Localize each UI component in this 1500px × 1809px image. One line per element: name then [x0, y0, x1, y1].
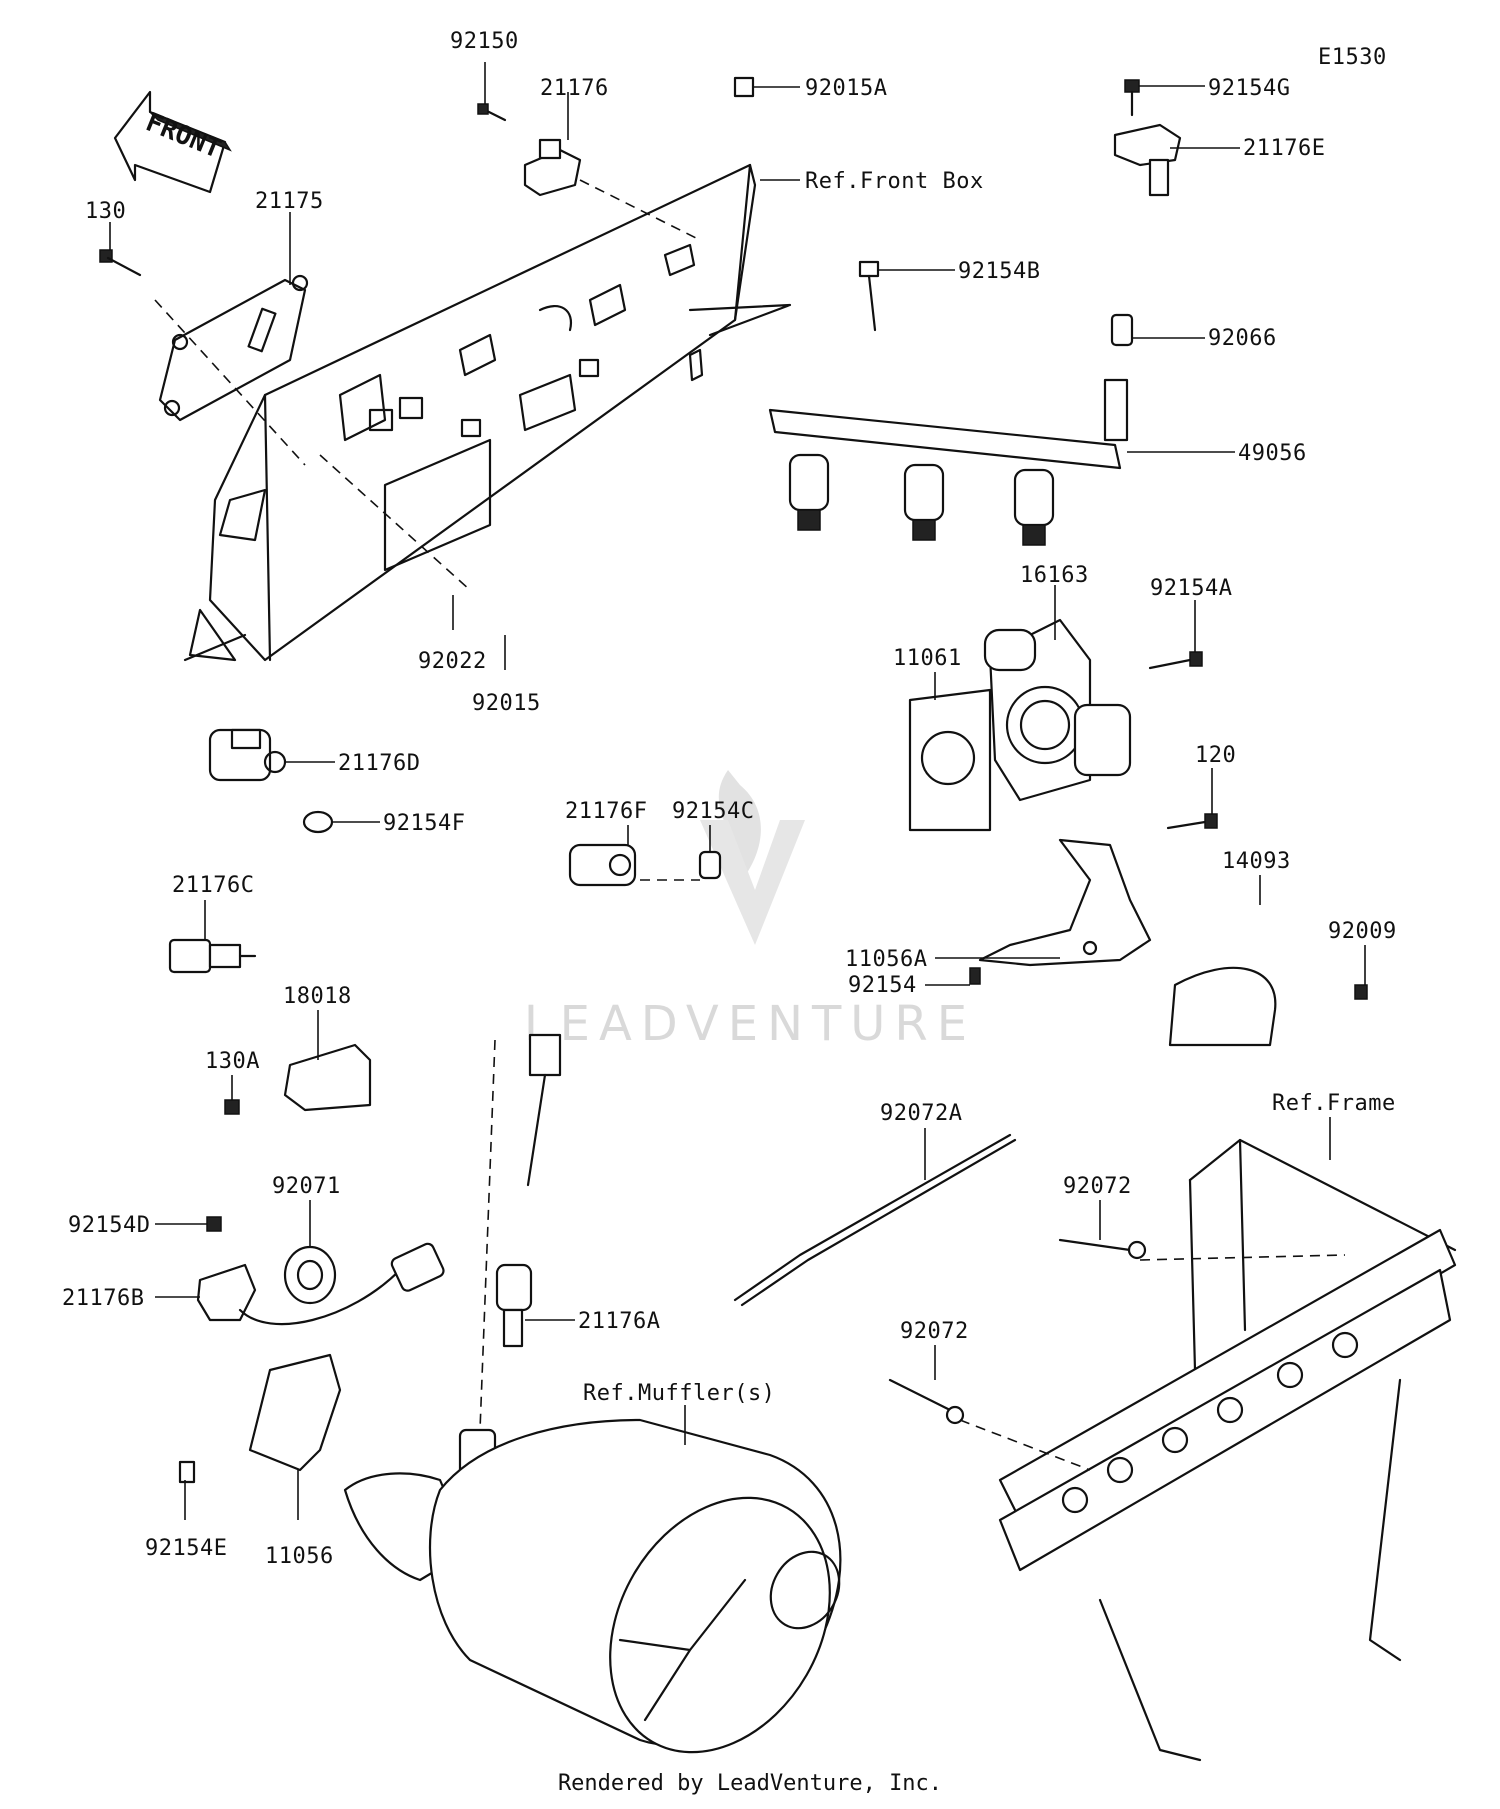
injector-1 — [788, 453, 830, 531]
front-arrow-icon: FRONT — [113, 90, 232, 194]
part-14093-cover — [1168, 966, 1277, 1047]
label-120: 120 — [1195, 743, 1236, 768]
part-92072A-cable-tie — [733, 1133, 1017, 1307]
label-92022: 92022 — [418, 649, 487, 674]
reference-lines — [154, 179, 1346, 1471]
part-16163-throttle-body — [983, 618, 1132, 802]
reference-labels: Ref.Front Box Ref.Frame Ref.Muffler(s) — [583, 169, 1396, 1406]
watermark-text: LEADVENTURE — [524, 996, 976, 1052]
render-credit: Rendered by LeadVenture, Inc. — [558, 1771, 942, 1796]
label-92072A: 92072A — [880, 1101, 962, 1126]
label-21176A: 21176A — [578, 1309, 660, 1334]
part-21176A-o2-sensor — [495, 1033, 562, 1348]
part-92154D-bolt — [206, 1216, 222, 1232]
part-120-bolt — [1166, 813, 1218, 830]
label-92066: 92066 — [1208, 326, 1277, 351]
part-21176B-sensor — [196, 1242, 445, 1326]
part-130-bolt — [99, 249, 142, 277]
label-92072-upper: 92072 — [1063, 1174, 1132, 1199]
label-92154D: 92154D — [68, 1213, 150, 1238]
part-18018-bracket — [283, 1043, 372, 1112]
label-92154B: 92154B — [958, 259, 1040, 284]
part-92009-screw — [1354, 984, 1368, 1000]
label-92015A: 92015A — [805, 76, 887, 101]
diagram-code: E1530 — [1318, 45, 1387, 70]
part-92072-clamp-lower — [888, 1378, 965, 1425]
part-11061-gasket — [908, 688, 992, 832]
label-14093: 14093 — [1222, 849, 1291, 874]
label-92009: 92009 — [1328, 919, 1397, 944]
part-21176D-sensor — [208, 728, 287, 782]
ref-front-box-label: Ref.Front Box — [805, 169, 984, 194]
part-21176-sensor — [523, 138, 582, 197]
label-11056: 11056 — [265, 1544, 334, 1569]
label-11061: 11061 — [893, 646, 962, 671]
label-21175: 21175 — [255, 189, 324, 214]
part-92154E-bolt — [178, 1460, 196, 1484]
label-21176F: 21176F — [565, 799, 647, 824]
part-11056-bracket — [248, 1353, 342, 1472]
injector-3 — [1013, 468, 1055, 546]
part-49056-fuel-rail — [768, 313, 1134, 546]
part-92154-bolt — [969, 967, 981, 985]
part-21176C-sensor — [168, 938, 257, 974]
label-130A: 130A — [205, 1049, 260, 1074]
label-49056: 49056 — [1238, 441, 1307, 466]
part-92072-clamp-upper — [1058, 1238, 1147, 1260]
part-92154F-bolt — [302, 810, 334, 834]
part-92154A-bolt — [1148, 651, 1203, 670]
label-18018: 18018 — [283, 984, 352, 1009]
label-130: 130 — [85, 199, 126, 224]
label-92154E: 92154E — [145, 1536, 227, 1561]
part-92150-bolt — [477, 103, 507, 122]
label-92154F: 92154F — [383, 811, 465, 836]
part-11056A-bracket — [978, 838, 1152, 967]
part-labels: 92150 21176 92015A 92154G 21176E 130 211… — [62, 29, 1397, 1569]
ref-muffler-label: Ref.Muffler(s) — [583, 1381, 775, 1406]
label-92154A: 92154A — [1150, 576, 1232, 601]
leader-lines — [109, 62, 1366, 1520]
front-box — [183, 163, 792, 662]
ref-muffler — [343, 1418, 842, 1754]
label-92072-lower: 92072 — [900, 1319, 969, 1344]
part-21176F-sensor — [568, 843, 637, 887]
part-21175-ecu — [158, 274, 309, 422]
injector-2 — [903, 463, 945, 541]
label-92154: 92154 — [848, 973, 917, 998]
label-21176D: 21176D — [338, 751, 420, 776]
label-92071: 92071 — [272, 1174, 341, 1199]
label-92154G: 92154G — [1208, 76, 1290, 101]
part-92015A-clip — [733, 76, 755, 98]
label-92154C: 92154C — [672, 799, 754, 824]
label-11056A: 11056A — [845, 947, 927, 972]
part-92154B-bolt — [858, 260, 880, 332]
part-130A-bolt — [224, 1099, 240, 1115]
label-21176: 21176 — [540, 76, 609, 101]
part-92154C-bolt — [698, 850, 722, 880]
label-21176B: 21176B — [62, 1286, 144, 1311]
part-21176E-sensor — [1113, 79, 1182, 197]
watermark: LEADVENTURE — [524, 770, 976, 1052]
label-21176C: 21176C — [172, 873, 254, 898]
ref-frame — [998, 1138, 1457, 1762]
label-92150: 92150 — [450, 29, 519, 54]
label-16163: 16163 — [1020, 563, 1089, 588]
part-92071-grommet — [283, 1245, 337, 1305]
ref-frame-label: Ref.Frame — [1272, 1091, 1396, 1116]
label-92015: 92015 — [472, 691, 541, 716]
label-21176E: 21176E — [1243, 136, 1325, 161]
